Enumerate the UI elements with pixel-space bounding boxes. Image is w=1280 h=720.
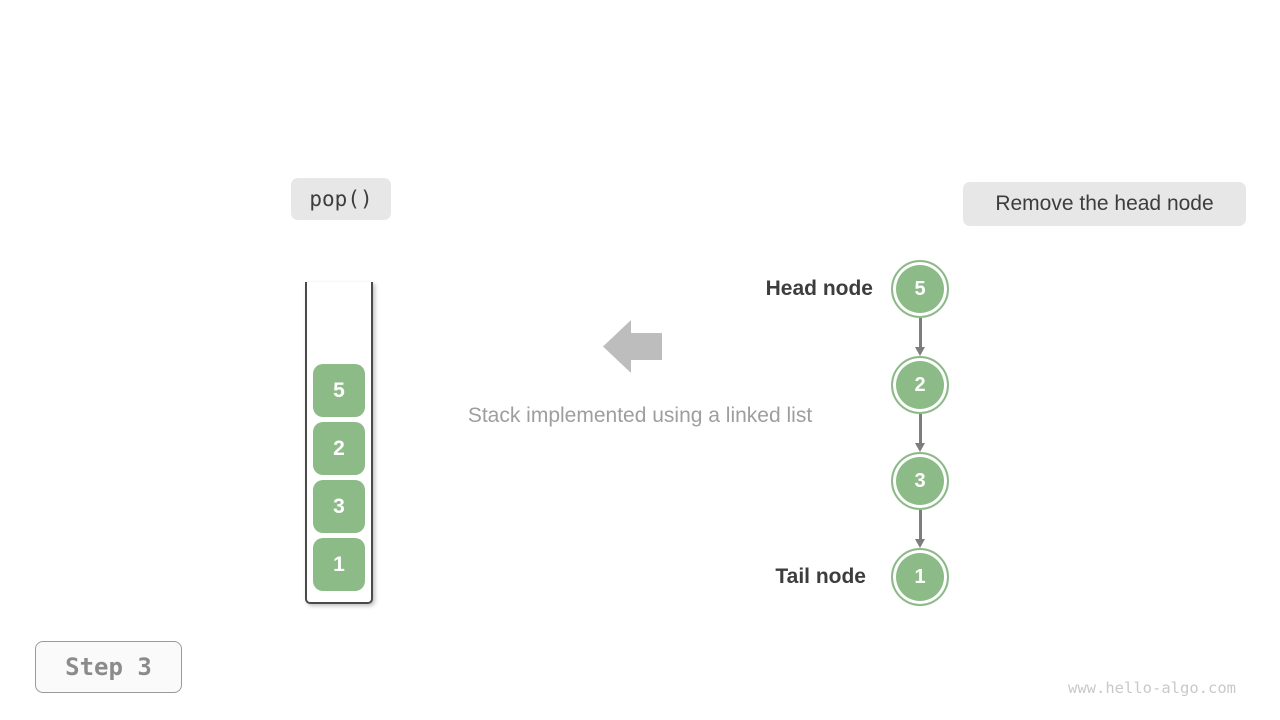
list-node: 1: [891, 548, 949, 606]
watermark: www.hello-algo.com: [1068, 679, 1236, 697]
head-node-label: Head node: [765, 277, 873, 300]
diagram-caption: Stack implemented using a linked list: [467, 404, 813, 427]
down-arrow-icon: [915, 414, 925, 452]
stack-item: 1: [313, 538, 365, 591]
list-node: 5: [891, 260, 949, 318]
remove-head-annotation: Remove the head node: [963, 182, 1246, 226]
stack-item: 2: [313, 422, 365, 475]
list-node: 2: [891, 356, 949, 414]
pop-operation-badge: pop(): [291, 178, 391, 220]
tail-node-label: Tail node: [775, 565, 866, 588]
down-arrow-icon: [915, 318, 925, 356]
step-badge: Step 3: [35, 641, 182, 693]
stack-container: 5 2 3 1: [305, 282, 373, 604]
left-arrow-icon: [603, 320, 662, 373]
stack-item: 3: [313, 480, 365, 533]
list-node: 3: [891, 452, 949, 510]
down-arrow-icon: [915, 510, 925, 548]
stack-item: 5: [313, 364, 365, 417]
